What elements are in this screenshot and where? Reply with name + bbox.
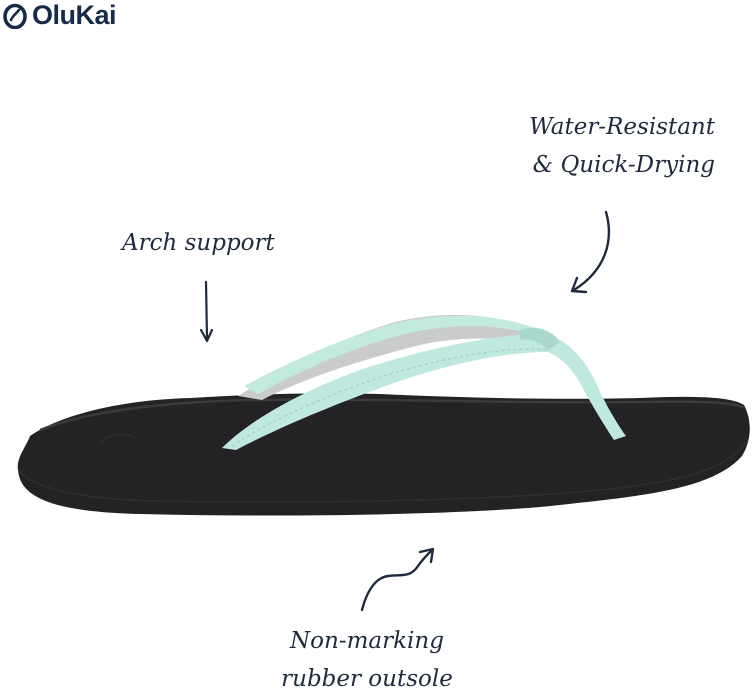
- brand-logo: OluKai: [2, 0, 117, 30]
- callout-water-line2: & Quick-Drying: [532, 152, 715, 178]
- sandal-sole: [17, 393, 750, 516]
- callout-rubber-line1: Non-marking: [290, 628, 444, 654]
- callout-rubber-outsole: Non-marking rubber outsole: [262, 622, 472, 698]
- strap-lining: [238, 314, 560, 400]
- callout-arch-support: Arch support: [122, 224, 275, 262]
- logo-mark-icon: [3, 3, 27, 29]
- brand-name: OluKai: [32, 0, 117, 30]
- arrow-down-icon: [199, 280, 214, 343]
- callout-arch-line1: Arch support: [122, 230, 275, 256]
- callout-water-line1: Water-Resistant: [529, 114, 715, 140]
- squiggle-arrow-up-icon: [360, 547, 435, 612]
- callout-rubber-line2: rubber outsole: [281, 666, 453, 692]
- strap-front: [222, 334, 626, 450]
- callout-water-resistant: Water-Resistant & Quick-Drying: [455, 108, 715, 184]
- strap-rear: [244, 315, 545, 394]
- curved-arrow-down-icon: [570, 210, 611, 294]
